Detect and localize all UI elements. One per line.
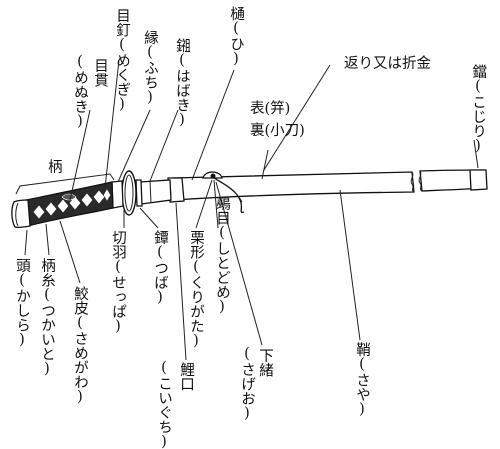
label-saya: 鞘(さや) [354, 342, 370, 418]
menuki-ornament [61, 193, 77, 201]
label-hi: 樋(ひ) [228, 6, 244, 67]
sageo-cord-2 [217, 179, 243, 203]
label-kashira: 頭(かしら) [14, 258, 30, 348]
label-sageo-2: (さげお) [239, 346, 255, 422]
label-habaki: 鎺(はばき) [174, 38, 190, 128]
sword-illustration [11, 169, 488, 229]
label-samegawa: 鮫皮(さめがわ) [72, 285, 88, 405]
label-menuki-1: 目貫 [92, 58, 108, 87]
label-kurikata: 栗形(くりがた) [188, 230, 204, 349]
label-kaerizuno: 返り又は折金 [344, 55, 431, 72]
label-ura: 裏(小刀) [250, 121, 305, 139]
saya-break-right [418, 170, 423, 192]
label-omote: 表(笄) [250, 100, 290, 117]
tsuka-wrap-diamonds [33, 189, 111, 219]
shitodome-ring [210, 173, 216, 179]
label-koiguchi-2: (こいぐち) [156, 360, 172, 449]
kojiri-cap [469, 169, 488, 191]
kashira-cap [11, 199, 31, 229]
saya-break-left [410, 171, 415, 193]
tsuka-handle [25, 181, 114, 227]
label-koiguchi-1: 鯉口 [178, 362, 194, 392]
seppa-plate [135, 179, 143, 207]
label-tsuka: 柄 [48, 159, 63, 176]
leader-lines [24, 59, 479, 361]
label-tsukaito: 柄糸(つかいと) [39, 258, 55, 377]
label-tsuba: 鐔(つば) [152, 230, 168, 306]
label-fuchi: 縁(ふち) [142, 30, 158, 106]
fuchi-collar [111, 180, 124, 209]
label-menuki-2: (めぬき) [72, 54, 88, 130]
label-mekugi: 目釘(めくぎ) [114, 8, 130, 113]
label-shitodome: 鵐目(しとどめ) [214, 196, 230, 315]
tsuka-bracket [15, 173, 115, 195]
label-sageo-1: 下緒 [257, 348, 273, 377]
label-kojiri: 鐺(こじり) [470, 64, 486, 154]
label-seppa: 切羽(せっぱ) [110, 230, 126, 335]
habaki-collar [139, 179, 172, 205]
